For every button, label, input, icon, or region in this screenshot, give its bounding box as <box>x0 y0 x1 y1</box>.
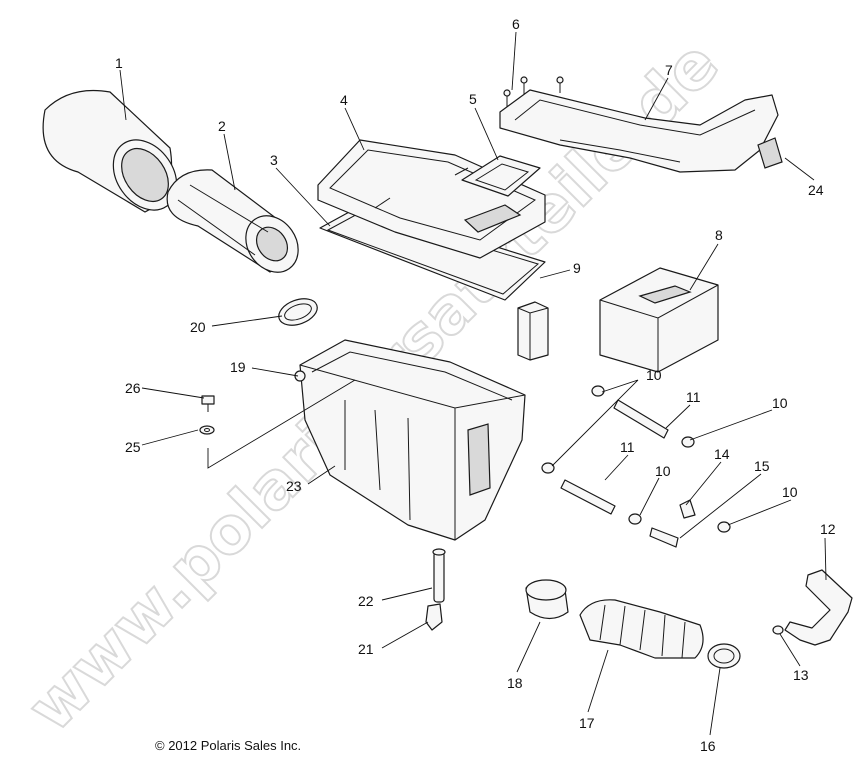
part-1-prefilter <box>42 89 178 213</box>
callout-3: 3 <box>270 152 278 168</box>
callout-24: 24 <box>808 182 824 198</box>
callout-10b: 10 <box>772 395 788 411</box>
part-13-spring-clip <box>772 625 784 635</box>
part-22-drain-tube <box>432 548 446 603</box>
part-6-screws <box>503 76 564 108</box>
callout-6: 6 <box>512 16 520 32</box>
part-9-spacer-block <box>517 301 549 361</box>
part-5-cover-plate <box>461 155 541 197</box>
callout-8: 8 <box>715 227 723 243</box>
callout-1: 1 <box>115 55 123 71</box>
part-26-bolt <box>201 395 215 412</box>
callout-10a: 10 <box>646 367 662 383</box>
part-20-clamp <box>278 298 318 326</box>
part-15-connector <box>649 527 679 548</box>
callout-11b: 11 <box>620 439 635 455</box>
part-12-hose <box>784 569 853 646</box>
part-16-clamp <box>707 643 741 669</box>
callout-9: 9 <box>573 260 581 276</box>
callout-16: 16 <box>700 738 716 754</box>
callout-4: 4 <box>340 92 348 108</box>
callout-26: 26 <box>125 380 141 396</box>
part-19-grommet <box>294 370 306 382</box>
callout-10c: 10 <box>655 463 671 479</box>
part-14-clip <box>679 499 696 519</box>
callout-13: 13 <box>793 667 809 683</box>
part-17-intake-boot <box>579 599 704 659</box>
callout-10d: 10 <box>782 484 798 500</box>
part-21-fitting <box>425 603 443 631</box>
callout-22: 22 <box>358 593 374 609</box>
callout-20: 20 <box>190 319 206 335</box>
part-4-airbox-lid <box>317 139 546 259</box>
callout-23: 23 <box>286 478 302 494</box>
part-8-foam-block <box>599 267 719 373</box>
callout-14: 14 <box>714 446 730 462</box>
part-18-coupler <box>525 579 569 620</box>
callout-25: 25 <box>125 439 141 455</box>
callout-15: 15 <box>754 458 770 474</box>
callout-2: 2 <box>218 118 226 134</box>
callout-7: 7 <box>665 62 673 78</box>
part-25-washer <box>199 425 215 435</box>
callout-5: 5 <box>469 91 477 107</box>
part-11-rods <box>560 399 669 515</box>
callout-12: 12 <box>820 521 836 537</box>
callout-labels: 1 2 3 4 5 6 7 8 9 10 10 10 10 11 11 12 1… <box>115 16 836 754</box>
part-10-caps <box>541 385 731 533</box>
callout-11a: 11 <box>686 389 701 405</box>
callout-19: 19 <box>230 359 246 375</box>
callout-17: 17 <box>579 715 595 731</box>
part-23-airbox-base <box>299 339 526 541</box>
copyright-notice: © 2012 Polaris Sales Inc. <box>155 738 301 753</box>
callout-18: 18 <box>507 675 523 691</box>
part-2-filter-element <box>166 169 299 273</box>
callout-21: 21 <box>358 641 374 657</box>
part-7-intake-duct <box>499 89 779 173</box>
leader-lines <box>119 31 827 736</box>
part-24-foam-pad <box>757 137 783 169</box>
